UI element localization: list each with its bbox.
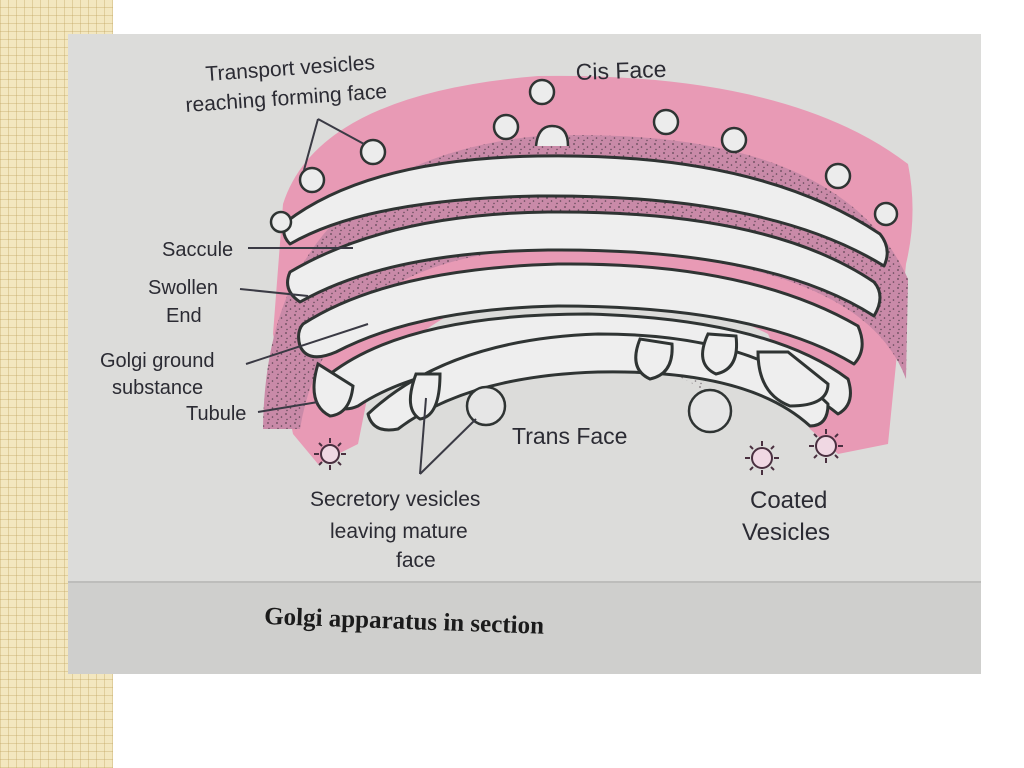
label-swollen-end: End	[166, 305, 202, 327]
tubules	[312, 332, 830, 421]
label-secretory-line2: leaving mature	[330, 520, 468, 543]
label-saccule: Saccule	[162, 239, 233, 261]
caption-band	[68, 582, 981, 674]
tubule-left-1	[312, 361, 355, 418]
coated-vesicles	[314, 429, 843, 475]
golgi-diagram-photo: Transport vesicles reaching forming face…	[68, 34, 981, 674]
label-trans-face: Trans Face	[512, 423, 627, 449]
label-golgi-substance: substance	[112, 377, 203, 399]
tubule-left-2	[408, 372, 442, 421]
tubule-right-3	[756, 350, 830, 408]
leader-lines	[239, 118, 477, 475]
label-secretory-line1: Secretory vesicles	[310, 488, 480, 511]
tubule-right-2	[701, 332, 739, 376]
secretory-vesicles	[465, 385, 733, 434]
transport-vesicles	[269, 78, 899, 234]
label-golgi-ground: Golgi ground	[100, 350, 215, 372]
label-tubule: Tubule	[186, 403, 246, 425]
saccule-2	[286, 210, 882, 318]
saccule-1	[282, 154, 889, 268]
label-vesicles: Vesicles	[742, 519, 830, 546]
tubule-right-1	[634, 337, 674, 381]
label-secretory-line3: face	[396, 549, 436, 572]
saccule-3-swollen-end	[297, 262, 864, 366]
label-coated: Coated	[750, 487, 827, 514]
label-cis-face: Cis Face	[575, 56, 667, 85]
saccule-stack	[282, 154, 889, 432]
label-swollen: Swollen	[148, 277, 218, 299]
